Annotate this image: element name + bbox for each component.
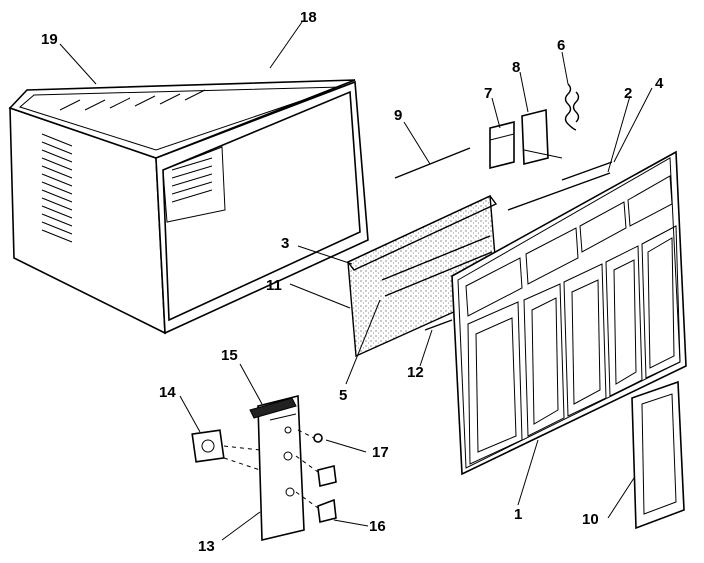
strip-part-12 bbox=[424, 319, 453, 331]
control-panel-part-13 bbox=[249, 394, 305, 542]
bracket-part-8 bbox=[521, 108, 563, 166]
cabinet-wrapper-part bbox=[8, 79, 369, 335]
callout-12: 12 bbox=[407, 364, 424, 381]
front-grille-part-1 bbox=[451, 150, 687, 476]
leader-lines bbox=[59, 21, 653, 541]
knob-part-16 bbox=[317, 498, 337, 523]
callout-4: 4 bbox=[655, 75, 664, 92]
callout-labels: 1 2 3 4 5 6 7 8 9 10 11 12 13 14 15 16 1… bbox=[41, 9, 664, 555]
callout-16: 16 bbox=[369, 518, 386, 535]
callout-5: 5 bbox=[339, 387, 347, 404]
callout-13: 13 bbox=[198, 538, 215, 555]
callout-10: 10 bbox=[582, 511, 599, 528]
callout-9: 9 bbox=[394, 107, 402, 124]
callout-19: 19 bbox=[41, 31, 58, 48]
spring-part-6 bbox=[564, 83, 580, 131]
callout-2: 2 bbox=[624, 85, 632, 102]
bracket-part-7 bbox=[489, 120, 515, 170]
rod-part-9 bbox=[394, 147, 471, 179]
access-door-part-10 bbox=[631, 380, 685, 530]
callout-7: 7 bbox=[484, 85, 492, 102]
callout-18: 18 bbox=[300, 9, 317, 26]
assembly-guide-lines bbox=[223, 429, 319, 509]
callout-8: 8 bbox=[512, 59, 520, 76]
callout-6: 6 bbox=[557, 37, 565, 54]
callout-14: 14 bbox=[159, 384, 176, 401]
callout-17: 17 bbox=[372, 444, 389, 461]
callout-1: 1 bbox=[514, 506, 522, 523]
callout-11: 11 bbox=[266, 277, 282, 294]
rail-part-4 bbox=[561, 161, 613, 181]
callout-3: 3 bbox=[281, 235, 289, 252]
knob-part-17 bbox=[313, 433, 337, 487]
callout-15: 15 bbox=[221, 347, 238, 364]
rail-part-2 bbox=[507, 172, 611, 211]
switch-part-14 bbox=[191, 429, 225, 463]
